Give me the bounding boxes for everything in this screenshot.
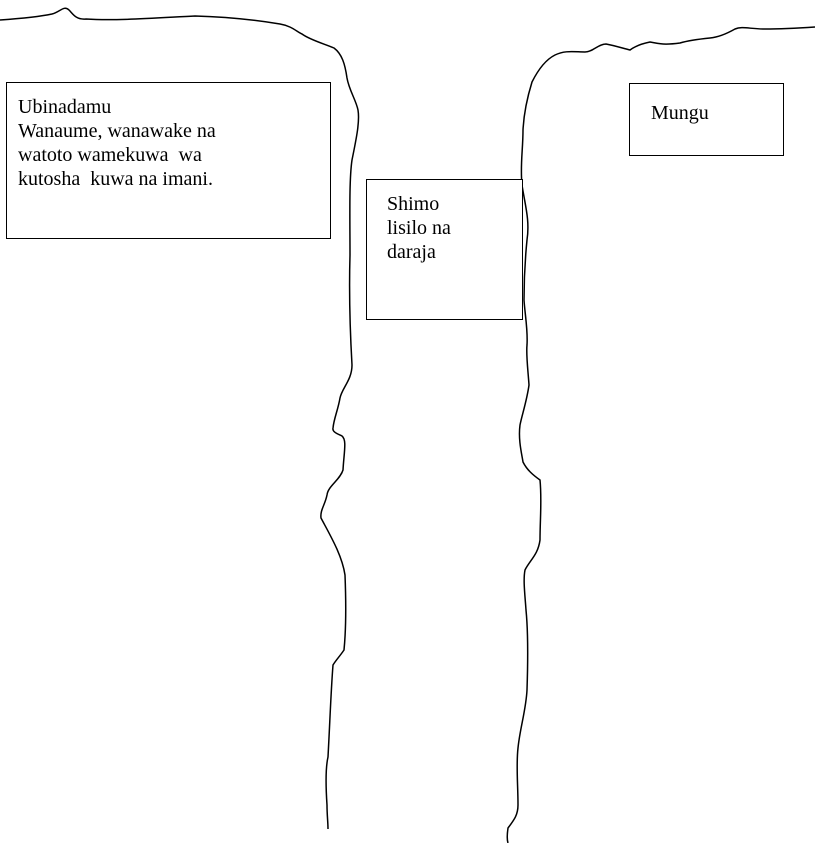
humanity-line-2: watoto wamekuwa wa — [18, 144, 202, 166]
god-label: Mungu — [651, 102, 709, 124]
left-cliff-edge — [0, 7, 360, 830]
humanity-title: Ubinadamu — [18, 96, 112, 118]
humanity-line-3: kutosha kuwa na imani. — [18, 168, 213, 190]
god-box: Mungu — [629, 83, 784, 156]
humanity-line-1: Wanaume, wanawake na — [18, 120, 216, 142]
chasm-line-2: daraja — [387, 241, 436, 263]
right-cliff-edge — [506, 26, 815, 843]
chasm-box: Shimo lisilo na daraja — [366, 179, 523, 320]
chasm-line-1: lisilo na — [387, 217, 451, 239]
chasm-line-0: Shimo — [387, 193, 440, 215]
humanity-box: Ubinadamu Wanaume, wanawake na watoto wa… — [6, 82, 331, 239]
